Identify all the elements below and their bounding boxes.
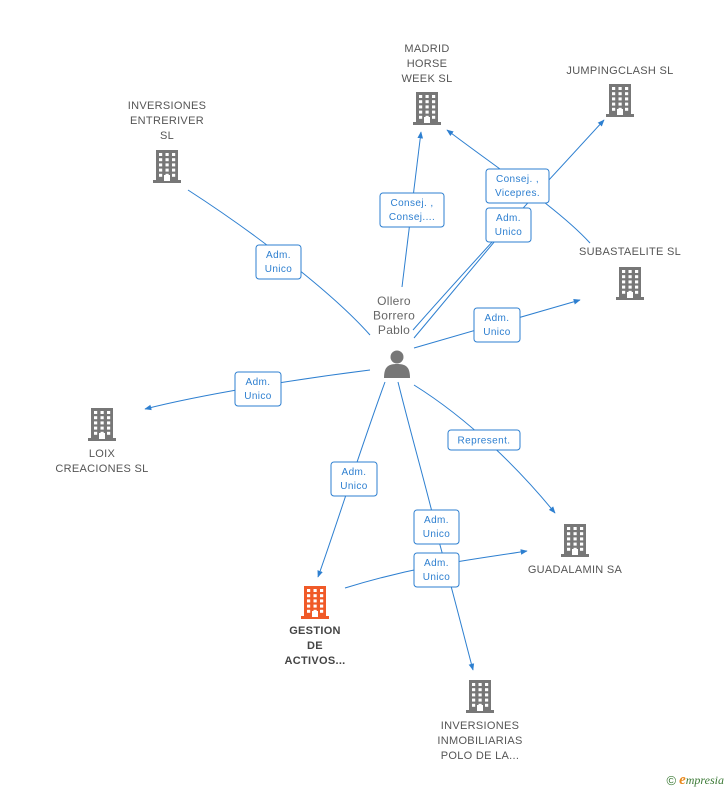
role-label-r-sub2[interactable]: Adm. Unico <box>473 307 521 343</box>
footer-brand[interactable]: © empresia <box>667 772 725 789</box>
copyright-icon: © <box>666 773 677 788</box>
svg-text:Adm.: Adm. <box>246 377 271 388</box>
svg-text:Adm.: Adm. <box>424 515 449 526</box>
role-label-r-guad[interactable]: Represent. <box>447 429 521 451</box>
company-label-gestion[interactable]: GESTION <box>289 625 341 637</box>
svg-text:Unico: Unico <box>483 327 511 338</box>
company-label-polo[interactable]: POLO DE LA... <box>441 750 519 762</box>
svg-text:Consej. ,: Consej. , <box>496 174 539 185</box>
role-label-r-polo[interactable]: Adm. Unico <box>413 509 460 545</box>
svg-text:Adm.: Adm. <box>266 250 291 261</box>
person-icon[interactable] <box>384 350 410 379</box>
person-name-label[interactable]: Ollero <box>377 294 411 308</box>
person-name-label[interactable]: Pablo <box>378 323 410 337</box>
company-label-guadalamin[interactable]: GUADALAMIN SA <box>528 564 623 576</box>
company-label-loix[interactable]: CREACIONES SL <box>55 463 148 475</box>
svg-text:Adm.: Adm. <box>485 313 510 324</box>
role-label-r-sub1[interactable]: Adm. Unico <box>485 207 532 243</box>
svg-text:Unico: Unico <box>423 572 451 583</box>
svg-text:Unico: Unico <box>423 529 451 540</box>
company-label-loix[interactable]: LOIX <box>89 448 116 460</box>
svg-text:Unico: Unico <box>495 227 523 238</box>
company-label-subasta[interactable]: SUBASTAELITE SL <box>579 246 681 258</box>
svg-text:Consej. ,: Consej. , <box>390 198 433 209</box>
svg-text:Unico: Unico <box>340 481 368 492</box>
company-label-madrid[interactable]: WEEK SL <box>401 73 452 85</box>
building-icon-entreriver[interactable] <box>153 150 181 183</box>
company-label-gestion[interactable]: DE <box>307 640 323 652</box>
building-icon-jumping[interactable] <box>606 84 634 117</box>
brand-logo: empresia <box>679 772 724 788</box>
company-label-polo[interactable]: INMOBILIARIAS <box>437 735 522 747</box>
role-label-r-gest2[interactable]: Adm. Unico <box>413 552 460 588</box>
svg-text:Unico: Unico <box>265 264 293 275</box>
building-icon-subasta[interactable] <box>616 267 644 300</box>
nodes: MADRID HORSE WEEK SL JUMPINGCLASH SL INVERSI… <box>55 43 681 762</box>
company-label-madrid[interactable]: MADRID <box>404 43 449 55</box>
role-label-r-jump[interactable]: Consej. , Vicepres. <box>485 168 550 204</box>
company-label-gestion[interactable]: ACTIVOS... <box>284 655 345 667</box>
svg-text:Unico: Unico <box>244 391 272 402</box>
svg-text:Adm.: Adm. <box>424 558 449 569</box>
svg-text:Adm.: Adm. <box>496 213 521 224</box>
building-icon-madrid[interactable] <box>413 92 441 125</box>
svg-text:Represent.: Represent. <box>458 436 511 447</box>
company-label-jumping[interactable]: JUMPINGCLASH SL <box>566 65 673 77</box>
building-icon-gestion[interactable] <box>301 586 329 619</box>
role-label-r-gest[interactable]: Adm. Unico <box>330 461 378 497</box>
company-label-entreriver[interactable]: ENTRERIVER <box>130 115 204 127</box>
company-label-polo[interactable]: INVERSIONES <box>441 720 520 732</box>
edge-person-subasta-a <box>413 234 501 339</box>
person-name-label[interactable]: Borrero <box>373 309 415 323</box>
svg-text:Adm.: Adm. <box>342 467 367 478</box>
role-label-r-entre[interactable]: Adm. Unico <box>255 244 302 280</box>
building-icon-guadalamin[interactable] <box>561 524 589 557</box>
company-label-madrid[interactable]: HORSE <box>407 58 448 70</box>
building-icon-polo[interactable] <box>466 680 494 713</box>
role-label-r-madrid[interactable]: Consej. , Consej.... <box>379 192 445 228</box>
company-label-entreriver[interactable]: INVERSIONES <box>128 100 207 112</box>
building-icon-loix[interactable] <box>88 408 116 441</box>
svg-text:Vicepres.: Vicepres. <box>495 188 540 199</box>
svg-text:Consej....: Consej.... <box>389 212 435 223</box>
company-label-entreriver[interactable]: SL <box>160 130 174 142</box>
edge-person-polo <box>397 381 475 671</box>
role-labels: Consej. , Consej.... Consej. , Vicepres. Adm… <box>234 168 550 588</box>
role-label-r-loix[interactable]: Adm. Unico <box>234 371 282 407</box>
